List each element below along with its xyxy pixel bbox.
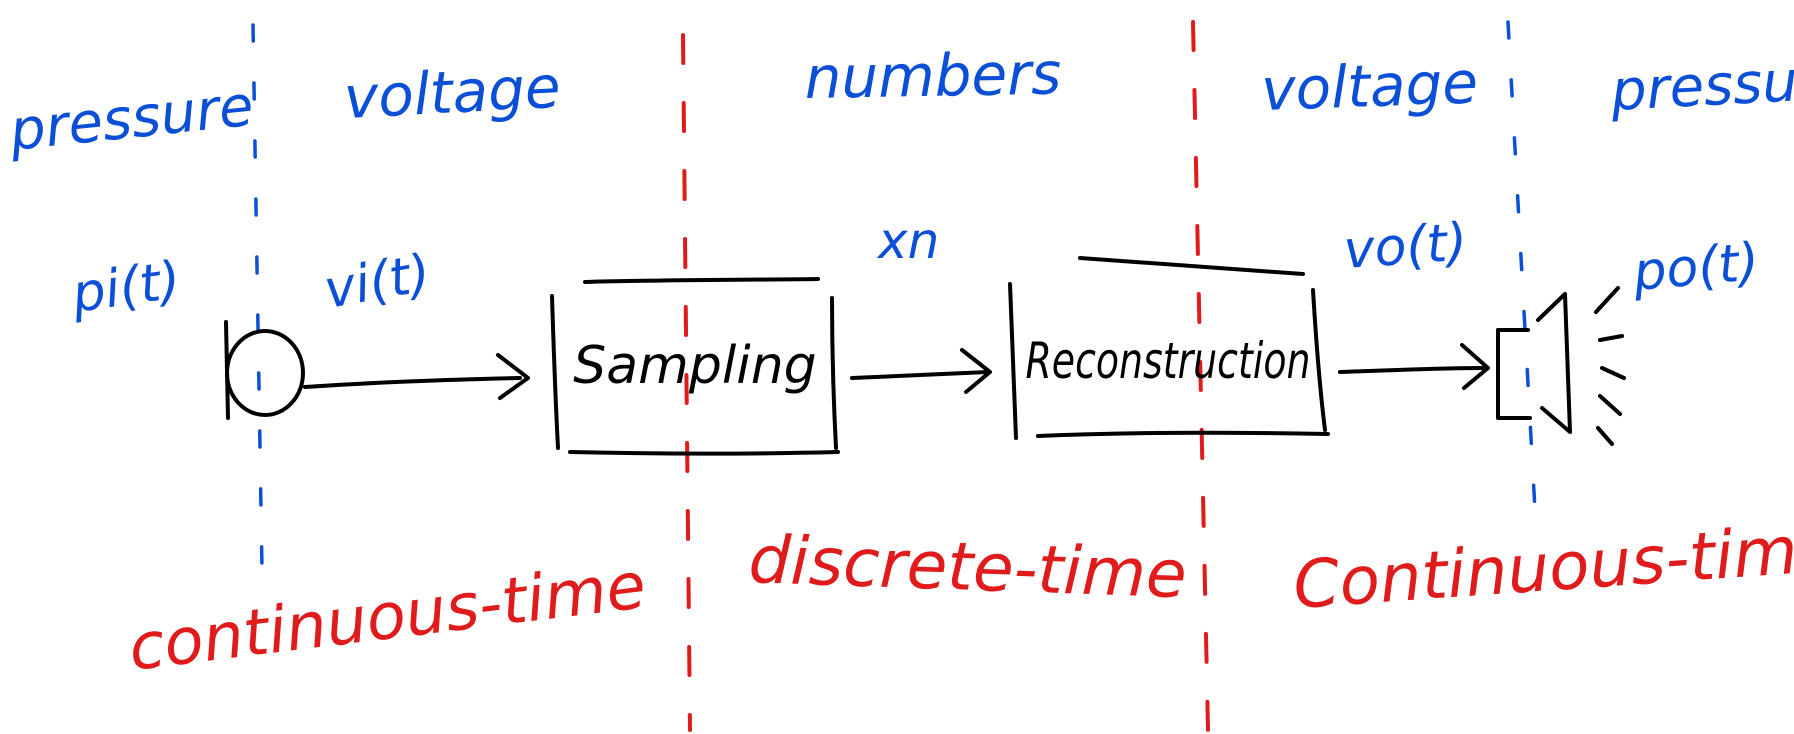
signal-label-vo: vo(t)	[1342, 212, 1469, 280]
speaker-icon	[1496, 286, 1626, 446]
domain-label-numbers: numbers	[804, 40, 1062, 112]
reconstruction-label: Reconstruction	[1026, 332, 1311, 390]
boundary-discrete-continuous	[1191, 20, 1210, 732]
microphone-icon	[224, 320, 305, 420]
signal-label-vi: vi(t)	[320, 243, 435, 321]
time-label-discrete: discrete-time	[747, 521, 1187, 613]
reconstruction-block: Reconstruction	[1008, 256, 1330, 440]
sampling-block: Sampling	[550, 277, 840, 456]
boundary-voltage-pressure-right	[1506, 20, 1537, 512]
domain-label-pressure-right: pressure	[1608, 46, 1794, 124]
domain-label-voltage-left: voltage	[342, 53, 562, 132]
time-label-continuous-left: continuous-time	[125, 549, 650, 686]
sampling-label: Sampling	[573, 336, 816, 396]
arrow-sampling-to-reconstruction	[850, 348, 992, 394]
domain-label-voltage-right: voltage	[1260, 48, 1479, 124]
domain-label-pressure-left: pressure	[6, 74, 257, 164]
arrow-mic-to-sampling	[303, 353, 530, 400]
boundary-continuous-discrete	[681, 33, 692, 732]
signal-label-po: po(t)	[1630, 232, 1762, 303]
signal-label-pi: pi(t)	[67, 250, 184, 325]
signal-label-xn: xn	[876, 212, 939, 270]
arrow-reconstruction-to-speaker	[1338, 343, 1490, 390]
boundary-pressure-voltage-left	[251, 23, 264, 572]
time-label-continuous-right: Continuous-time	[1291, 509, 1794, 624]
